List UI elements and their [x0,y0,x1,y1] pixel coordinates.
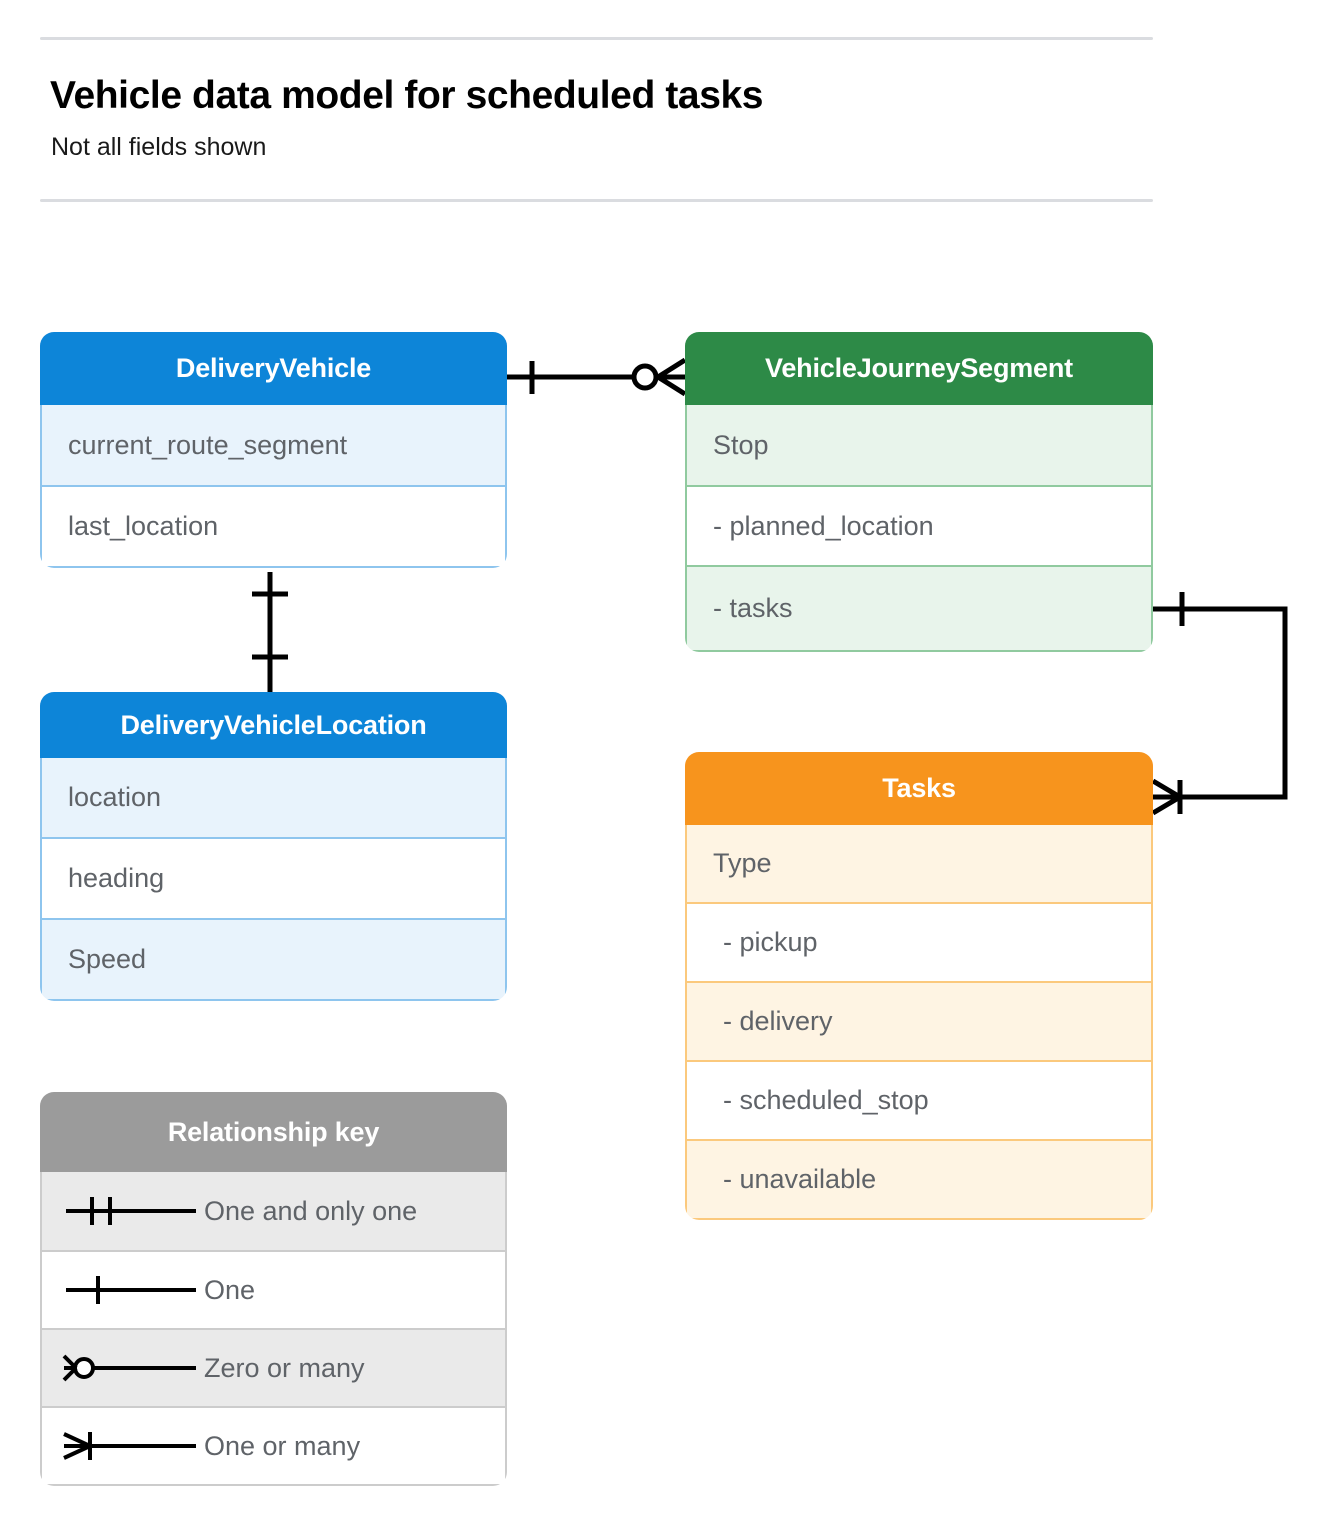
entity-vehicle-journey-segment-rows: Stop - planned_location - tasks [685,405,1153,652]
header-divider-top [40,37,1153,40]
connector-vjs-crow-upper [656,357,687,380]
entity-delivery-vehicle-rows: current_route_segment last_location [40,405,507,568]
entity-row[interactable]: current_route_segment [42,405,505,485]
entity-row[interactable]: - planned_location [687,485,1151,565]
legend-item-label: One or many [204,1430,361,1461]
entity-row[interactable]: location [42,758,505,837]
entity-vehicle-journey-segment-title: VehicleJourneySegment [685,332,1153,405]
legend-item-label: One and only one [204,1195,418,1226]
legend-title: Relationship key [40,1092,507,1172]
entity-row[interactable]: - pickup [687,902,1151,981]
one-icon [42,1270,204,1310]
entity-delivery-vehicle-location[interactable]: DeliveryVehicleLocation location heading… [40,692,507,1001]
legend-item-label: Zero or many [204,1352,365,1383]
connector-tasks-crow-lower [1151,794,1182,816]
entity-vehicle-journey-segment[interactable]: VehicleJourneySegment Stop - planned_loc… [685,332,1153,652]
entity-row[interactable]: Type [687,825,1151,902]
entity-row[interactable]: - scheduled_stop [687,1060,1151,1139]
legend-item-label: One [204,1274,256,1305]
legend-item-one-and-only-one[interactable]: One and only one [42,1172,505,1250]
legend-item-zero-or-many[interactable]: Zero or many [42,1328,505,1406]
legend-item-one[interactable]: One [42,1250,505,1328]
one-or-many-icon [42,1426,204,1466]
entity-delivery-vehicle-title: DeliveryVehicle [40,332,507,405]
entity-tasks-title: Tasks [685,752,1153,825]
connector-vjs-crow-lower [656,374,687,397]
zero-or-many-icon [42,1348,204,1388]
entity-delivery-vehicle[interactable]: DeliveryVehicle current_route_segment la… [40,332,507,568]
connector-tasks-route [1153,606,1288,800]
entity-row[interactable]: heading [42,837,505,918]
legend-item-one-or-many[interactable]: One or many [42,1406,505,1484]
entity-row[interactable]: last_location [42,485,505,566]
entity-row[interactable]: - delivery [687,981,1151,1060]
one-and-only-one-icon [42,1191,204,1231]
entity-row[interactable]: Speed [42,918,505,999]
page-title: Vehicle data model for scheduled tasks [50,74,764,117]
entity-tasks-rows: Type - pickup - delivery - scheduled_sto… [685,825,1153,1220]
header-divider-bottom [40,199,1153,202]
entity-row[interactable]: Stop [687,405,1151,485]
entity-delivery-vehicle-location-title: DeliveryVehicleLocation [40,692,507,758]
connector-tasks-crow-upper [1151,778,1182,800]
connector-vjs-zero-circle [631,363,659,391]
entity-delivery-vehicle-location-rows: location heading Speed [40,758,507,1001]
entity-row[interactable]: - tasks [687,565,1151,650]
legend-rows: One and only one One [40,1172,507,1486]
entity-row[interactable]: - unavailable [687,1139,1151,1218]
page-subtitle: Not all fields shown [51,133,267,161]
entity-tasks[interactable]: Tasks Type - pickup - delivery - schedul… [685,752,1153,1220]
legend-relationship-key: Relationship key One and only one [40,1092,507,1486]
